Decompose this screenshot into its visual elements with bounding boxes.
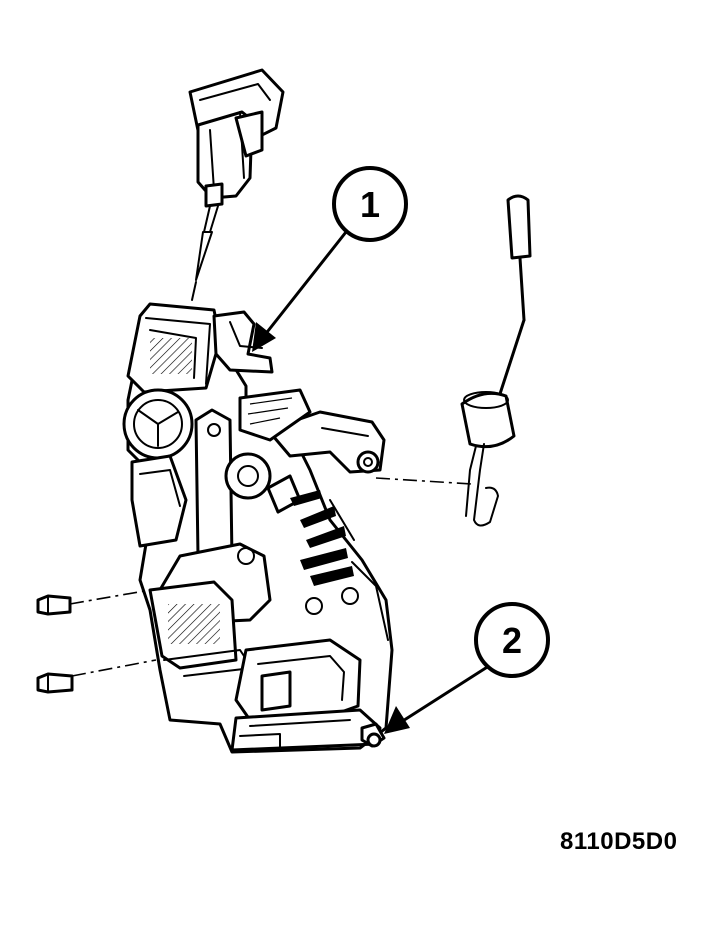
callout-1: 1 (252, 166, 408, 352)
callout-2-arrowhead (384, 706, 410, 734)
callout-2: 2 (384, 602, 550, 734)
alignment-lines (69, 477, 473, 677)
callout-2-label: 2 (502, 620, 522, 661)
electrical-connector (188, 68, 285, 301)
latch-assembly (122, 302, 394, 754)
callout-1-label: 1 (360, 184, 380, 225)
callout-1-circle (332, 166, 408, 242)
mounting-screw-lower (36, 672, 74, 694)
lock-cylinder (122, 388, 194, 460)
mounting-screw-upper (36, 594, 72, 616)
callout-1-arrowhead (252, 322, 276, 352)
latch-stud (360, 722, 386, 748)
callout-2-circle (474, 602, 550, 678)
hatched-ribs (290, 490, 354, 586)
lock-lever-tab (212, 310, 274, 374)
figure-code: 8110D5D0 (560, 828, 678, 855)
lock-rod-with-grommet (460, 194, 532, 527)
